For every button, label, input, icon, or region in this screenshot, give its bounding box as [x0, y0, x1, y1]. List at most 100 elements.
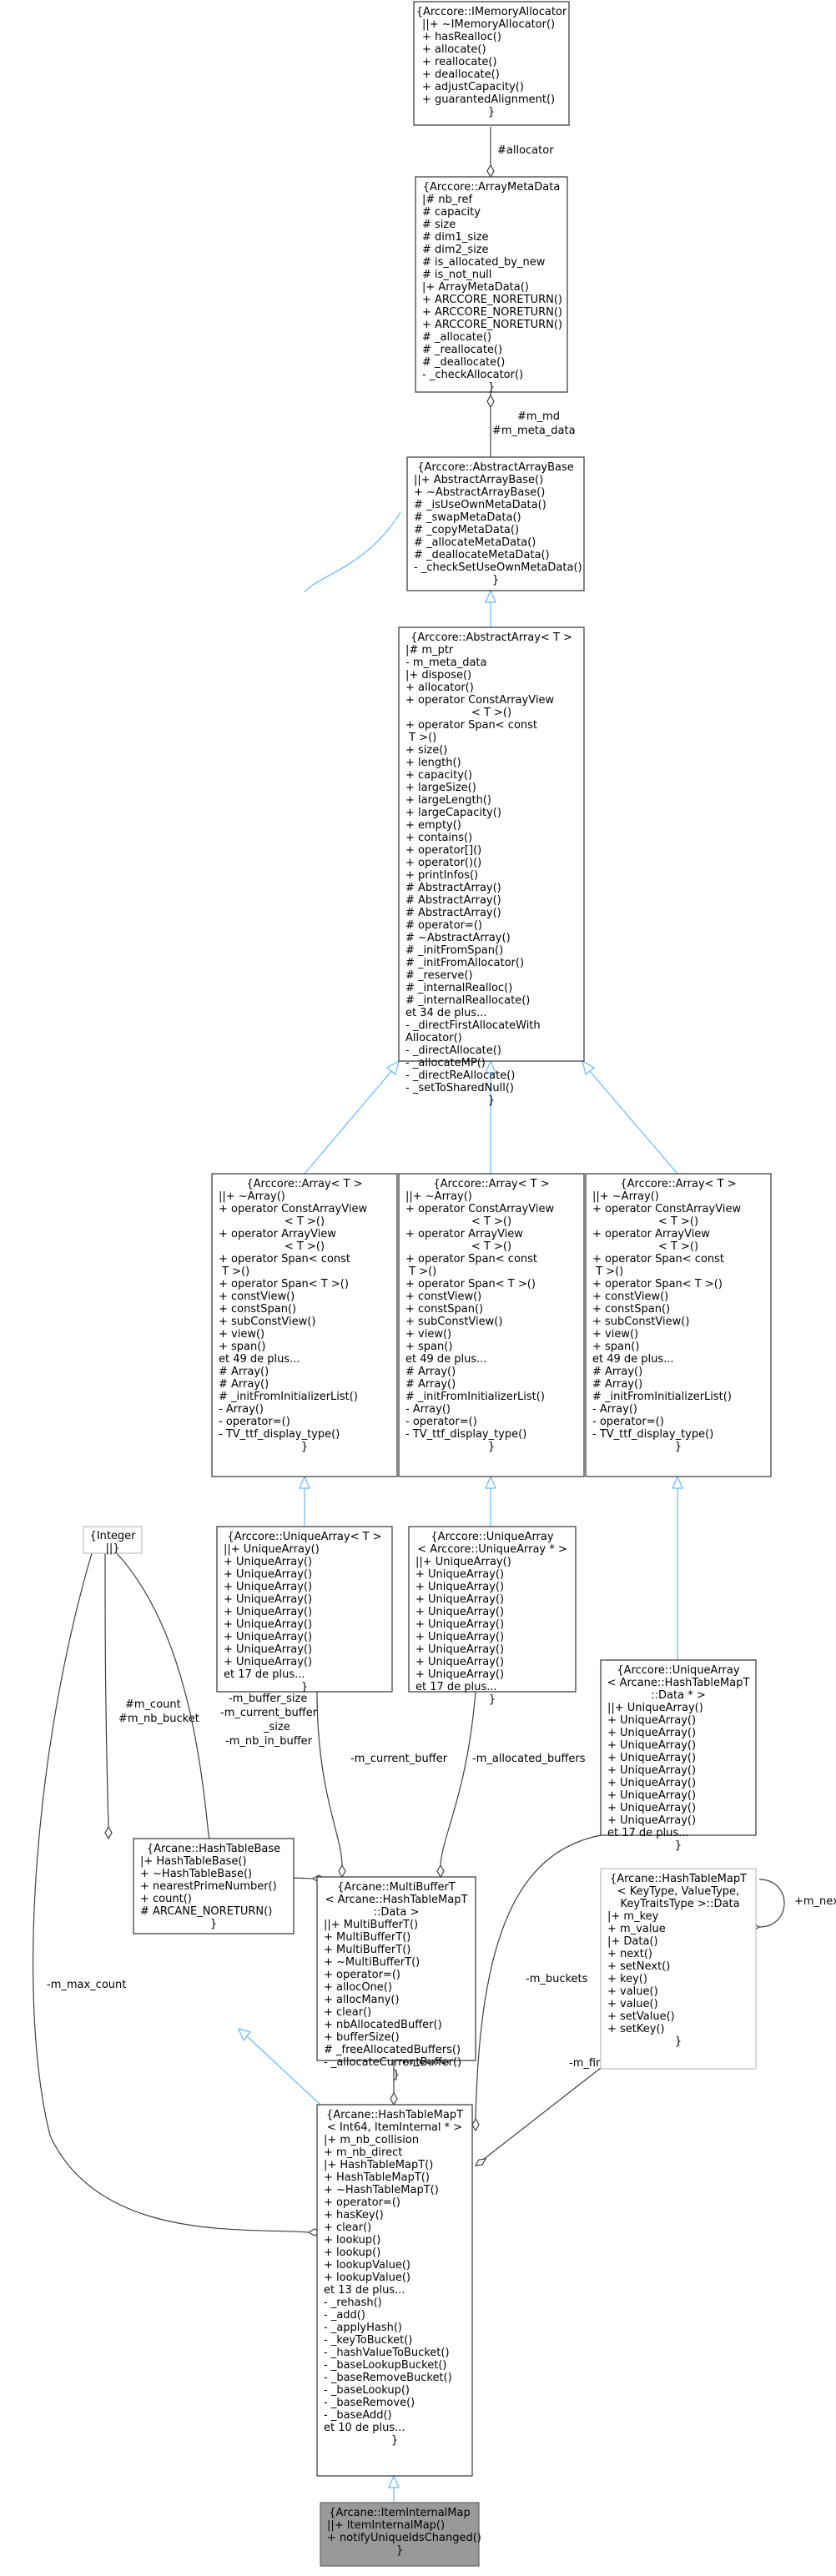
node-integer[interactable]: {Integer||}	[83, 1526, 143, 1555]
hashmap-line: - _applyHash()	[324, 2322, 402, 2334]
abstractbase-line: ||+ AbstractArrayBase()	[414, 474, 543, 486]
edge-allocated-diamond	[436, 1864, 445, 1879]
abstractarray-line: |+ dispose()	[405, 669, 471, 682]
edge-allocated-buffers	[440, 1691, 476, 1866]
uniqueT-line: et 17 de plus...	[224, 1668, 305, 1681]
node-integer-text: {Integer||}	[89, 1530, 136, 1555]
array1-line: + operator ConstArrayView	[219, 1203, 367, 1215]
uniqueH-line: et 17 de plus...	[607, 1827, 689, 1839]
node-uniquearray-unique[interactable]: {Arccore::UniqueArray< Arccore::UniqueAr…	[408, 1526, 577, 1706]
data-line: + setKey()	[607, 2023, 665, 2035]
hashmap-line: |+ m_nb_collision	[324, 2134, 419, 2146]
uniqueH-line: ::Data * >	[651, 1689, 705, 1702]
uniqueH-line: + UniqueArray()	[607, 1727, 696, 1739]
uniqueT-line: + UniqueArray()	[224, 1631, 312, 1643]
array3-line: - operator=()	[592, 1416, 664, 1428]
data-line: + key()	[607, 1973, 647, 1985]
array2-line: + constSpan()	[405, 1303, 483, 1316]
array2-line: et 49 de plus...	[405, 1353, 487, 1366]
node-array-2[interactable]: {Arccore::Array< T >||+ ~Array()+ operat…	[398, 1173, 585, 1477]
array3-line: ||+ ~Array()	[592, 1190, 659, 1203]
uniqueH-line: {Arccore::UniqueArray	[617, 1664, 739, 1677]
uniqueT-line: + UniqueArray()	[224, 1643, 312, 1656]
uniqueU-line: + UniqueArray()	[415, 1668, 504, 1681]
hashmap-line: + HashTableMapT()	[324, 2171, 430, 2184]
array3-line: # Array()	[592, 1366, 642, 1378]
node-uniquearray-t[interactable]: {Arccore::UniqueArray< T >||+ UniqueArra…	[216, 1526, 393, 1693]
multibuffer-line: + allocOne()	[324, 1981, 392, 1994]
node-iteminternalmap[interactable]: {Arcane::ItemInternalMap||+ ItemInternal…	[320, 2502, 481, 2567]
hashmap-line: {Arcane::HashTableMapT	[326, 2109, 463, 2121]
array3-line: + operator ArrayView	[592, 1228, 710, 1240]
uniqueH-line: + UniqueArray()	[607, 1764, 696, 1777]
edge-allocator-diamond	[486, 164, 495, 179]
multibuffer-line: + allocMany()	[324, 1994, 400, 2006]
edge-label-nb-in-buffer: -m_nb_in_buffer	[225, 1735, 313, 1748]
array2-line: < T >()	[471, 1215, 511, 1228]
array1-line: + operator Span< T >()	[219, 1278, 349, 1291]
edge-inh-array1b	[304, 1069, 393, 1175]
node-abstractarraybase[interactable]: {Arccore::AbstractArrayBase||+ AbstractA…	[406, 456, 585, 591]
imemory-line: + deallocate()	[422, 68, 500, 81]
node-iteminternalmap-text: {Arcane::ItemInternalMap||+ ItemInternal…	[327, 2507, 481, 2557]
node-array-1[interactable]: {Arccore::Array< T >||+ ~Array()+ operat…	[211, 1173, 398, 1477]
uniqueH-line: + UniqueArray()	[607, 1789, 696, 1802]
array1-line: ||+ ~Array()	[219, 1190, 285, 1203]
node-uniquearray-hash[interactable]: {Arccore::UniqueArray< Arcane::HashTable…	[600, 1659, 757, 1852]
uniqueH-line: }	[675, 1839, 682, 1852]
metadata-line: - _checkAllocator()	[422, 369, 523, 381]
data-line: }	[675, 2035, 682, 2048]
array3-line: {Arccore::Array< T >	[620, 1178, 736, 1190]
array3-line: - Array()	[592, 1403, 637, 1416]
edge-label-md: #m_md	[517, 410, 560, 423]
node-multibuffer-text: {Arcane::MultiBufferT< Arcane::HashTable…	[324, 1881, 467, 2081]
node-abstractarray[interactable]: {Arccore::AbstractArray< T >|# m_ptr- m_…	[398, 626, 585, 1107]
arrow-inh-uniqueU	[485, 1475, 496, 1489]
uniqueU-line: + UniqueArray()	[415, 1581, 504, 1593]
edge-label-current-buffer: -m_current_buffer	[350, 1753, 448, 1765]
abstractarray-line: + largeLength()	[405, 794, 491, 807]
array3-line: + constView()	[592, 1291, 668, 1303]
data-line: + setNext()	[607, 1960, 670, 1973]
node-hashtablemap[interactable]: {Arcane::HashTableMapT< Int64, ItemInter…	[316, 2104, 473, 2477]
hashmap-line: + m_nb_direct	[324, 2146, 402, 2159]
array2-line: # _initFromInitializerList()	[405, 1391, 545, 1403]
hashmap-line: + ~HashTableMapT()	[324, 2184, 439, 2196]
metadata-line: # _deallocate()	[422, 356, 505, 369]
node-arraymetadata-text: {Arccore::ArrayMetaData|# nb_ref# capaci…	[422, 181, 562, 394]
node-hashtablebase[interactable]: {Arcane::HashTableBase|+ HashTableBase()…	[133, 1838, 295, 1935]
abstractarray-line: + largeCapacity()	[405, 807, 501, 819]
metadata-line: }	[488, 381, 495, 394]
edge-max-count	[33, 1552, 310, 2233]
node-imemoryallocator[interactable]: {Arccore::IMemoryAllocator||+ ~IMemoryAl…	[413, 1, 570, 126]
imemory-line: + reallocate()	[422, 56, 497, 68]
hashmap-line: et 10 de plus...	[324, 2422, 405, 2434]
imemory-line: + guarantedAlignment()	[422, 93, 555, 106]
hashmap-line: + clear()	[324, 2221, 371, 2234]
uniqueT-line: + UniqueArray()	[224, 1656, 312, 1668]
multibuffer-line: {Arcane::MultiBufferT	[337, 1881, 456, 1894]
hashmap-line: - _baseLookupBucket()	[324, 2359, 446, 2372]
metadata-line: # capacity	[422, 206, 481, 219]
abstractarray-line: |# m_ptr	[405, 644, 454, 657]
node-hashtable-data-text: {Arcane::HashTableMapT< KeyType, ValueTy…	[607, 1873, 747, 2048]
uniqueH-line: + UniqueArray()	[607, 1714, 696, 1727]
array2-line: + subConstView()	[405, 1316, 502, 1328]
node-hashtable-data[interactable]: {Arcane::HashTableMapT< KeyType, ValueTy…	[600, 1868, 757, 2070]
integer-line: ||}	[105, 1542, 119, 1555]
array1-line: < T >()	[285, 1240, 325, 1253]
metadata-line: # is_not_null	[422, 269, 491, 281]
node-array-3[interactable]: {Arccore::Array< T >||+ ~Array()+ operat…	[585, 1173, 772, 1477]
array1-line: < T >()	[285, 1215, 325, 1228]
multibuffer-line: + ~MultiBufferT()	[324, 1956, 420, 1969]
array2-line: # Array()	[405, 1378, 456, 1391]
metadata-line: # _reallocate()	[422, 344, 502, 356]
abstractarray-line: {Arccore::AbstractArray< T >	[410, 631, 572, 644]
arrow-inh-uniqueH	[672, 1475, 683, 1489]
node-arraymetadata[interactable]: {Arccore::ArrayMetaData|# nb_ref# capaci…	[415, 176, 568, 394]
node-multibuffer[interactable]: {Arcane::MultiBufferT< Arcane::HashTable…	[316, 1876, 476, 2081]
data-line: |+ m_key	[607, 1910, 659, 1923]
uniqueT-line: + UniqueArray()	[224, 1606, 312, 1618]
abstractarray-line: # _internalReallocate()	[405, 994, 530, 1007]
arrow-inh-array2	[485, 1059, 496, 1074]
